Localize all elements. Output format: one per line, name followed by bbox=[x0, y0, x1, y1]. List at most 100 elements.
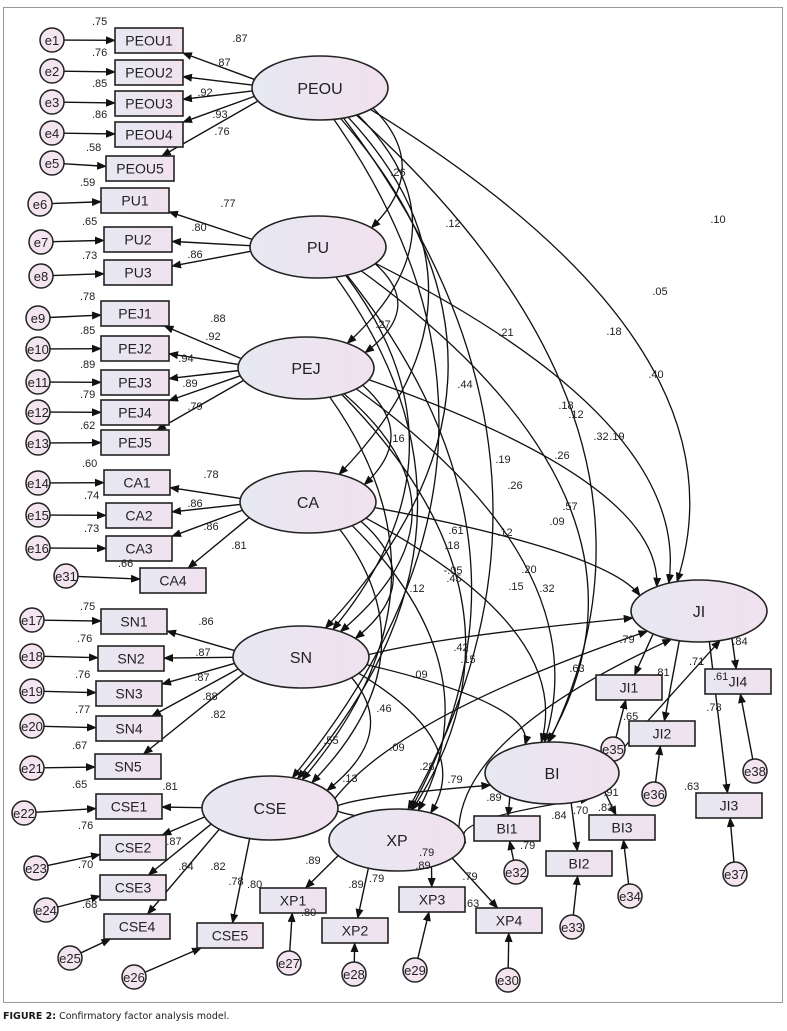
error-term-e30[interactable]: e30 bbox=[495, 967, 521, 993]
indicator-label: SN4 bbox=[115, 721, 142, 737]
latent-xp[interactable]: XP bbox=[328, 808, 466, 872]
indicator-cse4[interactable]: CSE4 bbox=[103, 913, 171, 940]
error-term-e12[interactable]: e12 bbox=[25, 399, 51, 425]
error-term-e7[interactable]: e7 bbox=[28, 229, 54, 255]
indicator-ca4[interactable]: CA4 bbox=[139, 567, 207, 594]
indicator-sn1[interactable]: SN1 bbox=[100, 608, 168, 635]
indicator-label: XP4 bbox=[496, 913, 523, 929]
indicator-peou1[interactable]: PEOU1 bbox=[114, 27, 184, 54]
covariance-label: .21 bbox=[498, 327, 513, 339]
indicator-bi1[interactable]: BI1 bbox=[473, 815, 541, 842]
indicator-ji4[interactable]: JI4 bbox=[704, 668, 772, 695]
error-term-e37[interactable]: e37 bbox=[722, 861, 748, 887]
indicator-peou2[interactable]: PEOU2 bbox=[114, 59, 184, 86]
error-term-e15[interactable]: e15 bbox=[25, 502, 51, 528]
error-term-e28[interactable]: e28 bbox=[341, 961, 367, 987]
indicator-label: CSE3 bbox=[115, 880, 152, 896]
indicator-cse1[interactable]: CSE1 bbox=[95, 793, 163, 820]
error-term-e24[interactable]: e24 bbox=[33, 897, 59, 923]
indicator-pej3[interactable]: PEJ3 bbox=[100, 369, 170, 396]
error-term-e3[interactable]: e3 bbox=[39, 89, 65, 115]
error-term-e33[interactable]: e33 bbox=[559, 914, 585, 940]
error-term-e13[interactable]: e13 bbox=[25, 430, 51, 456]
loading-path-ca2 bbox=[171, 503, 241, 515]
error-term-e21[interactable]: e21 bbox=[19, 755, 45, 781]
indicator-pej2[interactable]: PEJ2 bbox=[100, 335, 170, 362]
error-term-e17[interactable]: e17 bbox=[19, 607, 45, 633]
r-squared-label: .80 bbox=[247, 879, 262, 891]
covariance-label: .57 bbox=[562, 501, 577, 513]
error-term-e38[interactable]: e38 bbox=[742, 758, 768, 784]
indicator-xp4[interactable]: XP4 bbox=[475, 907, 543, 934]
error-term-e31[interactable]: e31 bbox=[53, 563, 79, 589]
indicator-ji1[interactable]: JI1 bbox=[595, 674, 663, 701]
error-label: e21 bbox=[21, 761, 43, 776]
error-term-e8[interactable]: e8 bbox=[28, 263, 54, 289]
error-term-e34[interactable]: e34 bbox=[617, 883, 643, 909]
error-term-e18[interactable]: e18 bbox=[19, 643, 45, 669]
indicator-bi2[interactable]: BI2 bbox=[545, 850, 613, 877]
latent-ji[interactable]: JI bbox=[630, 579, 768, 643]
latent-pu[interactable]: PU bbox=[249, 215, 387, 279]
error-term-e27[interactable]: e27 bbox=[276, 950, 302, 976]
latent-cse[interactable]: CSE bbox=[201, 775, 339, 841]
indicator-pu2[interactable]: PU2 bbox=[103, 226, 173, 253]
error-label: e38 bbox=[744, 764, 766, 779]
covariance-label: .61 bbox=[448, 525, 463, 537]
indicator-ji3[interactable]: JI3 bbox=[695, 792, 763, 819]
loading-path-sn3 bbox=[161, 662, 235, 686]
error-term-e26[interactable]: e26 bbox=[121, 964, 147, 990]
latent-peou[interactable]: PEOU bbox=[251, 55, 389, 121]
indicator-xp1[interactable]: XP1 bbox=[259, 887, 327, 914]
error-term-e1[interactable]: e1 bbox=[39, 27, 65, 53]
error-term-e16[interactable]: e16 bbox=[25, 535, 51, 561]
error-term-e5[interactable]: e5 bbox=[39, 150, 65, 176]
error-term-e2[interactable]: e2 bbox=[39, 58, 65, 84]
indicator-pu1[interactable]: PU1 bbox=[100, 187, 170, 214]
indicator-ca1[interactable]: CA1 bbox=[103, 469, 171, 496]
indicator-pu3[interactable]: PU3 bbox=[103, 259, 173, 286]
error-term-e25[interactable]: e25 bbox=[57, 945, 83, 971]
indicator-ca2[interactable]: CA2 bbox=[105, 502, 173, 529]
indicator-peou4[interactable]: PEOU4 bbox=[114, 121, 184, 148]
indicator-ca3[interactable]: CA3 bbox=[105, 535, 173, 562]
loading-path-ji4 bbox=[731, 638, 739, 670]
error-term-e6[interactable]: e6 bbox=[27, 191, 53, 217]
covariance-label: .44 bbox=[457, 379, 472, 391]
error-term-e14[interactable]: e14 bbox=[25, 470, 51, 496]
latent-pej[interactable]: PEJ bbox=[237, 336, 375, 400]
error-term-e9[interactable]: e9 bbox=[25, 305, 51, 331]
indicator-ji2[interactable]: JI2 bbox=[628, 720, 696, 747]
indicator-peou5[interactable]: PEOU5 bbox=[105, 155, 175, 182]
error-term-e19[interactable]: e19 bbox=[19, 678, 45, 704]
indicator-bi3[interactable]: BI3 bbox=[588, 814, 656, 841]
loading-path-xp1 bbox=[304, 855, 339, 889]
covariance-arc-peou-ji bbox=[360, 101, 691, 583]
indicator-cse2[interactable]: CSE2 bbox=[99, 834, 167, 861]
indicator-pej4[interactable]: PEJ4 bbox=[100, 399, 170, 426]
error-term-e32[interactable]: e32 bbox=[503, 859, 529, 885]
latent-sn[interactable]: SN bbox=[232, 625, 370, 689]
error-term-e29[interactable]: e29 bbox=[402, 957, 428, 983]
indicator-sn2[interactable]: SN2 bbox=[97, 645, 165, 672]
indicator-sn5[interactable]: SN5 bbox=[94, 753, 162, 780]
indicator-xp3[interactable]: XP3 bbox=[398, 886, 466, 913]
latent-ca[interactable]: CA bbox=[239, 470, 377, 534]
indicator-pej5[interactable]: PEJ5 bbox=[100, 429, 170, 456]
indicator-cse5[interactable]: CSE5 bbox=[196, 922, 264, 949]
error-term-e11[interactable]: e11 bbox=[25, 369, 51, 395]
error-term-e22[interactable]: e22 bbox=[11, 800, 37, 826]
error-term-e20[interactable]: e20 bbox=[19, 713, 45, 739]
latent-bi[interactable]: BI bbox=[484, 741, 620, 805]
indicator-cse3[interactable]: CSE3 bbox=[99, 874, 167, 901]
indicator-sn4[interactable]: SN4 bbox=[95, 715, 163, 742]
error-term-e4[interactable]: e4 bbox=[39, 120, 65, 146]
error-term-e23[interactable]: e23 bbox=[23, 855, 49, 881]
indicator-peou3[interactable]: PEOU3 bbox=[114, 90, 184, 117]
indicator-xp2[interactable]: XP2 bbox=[321, 917, 389, 944]
error-term-e10[interactable]: e10 bbox=[25, 336, 51, 362]
error-term-e36[interactable]: e36 bbox=[641, 781, 667, 807]
indicator-pej1[interactable]: PEJ1 bbox=[100, 300, 170, 327]
indicator-sn3[interactable]: SN3 bbox=[95, 680, 163, 707]
